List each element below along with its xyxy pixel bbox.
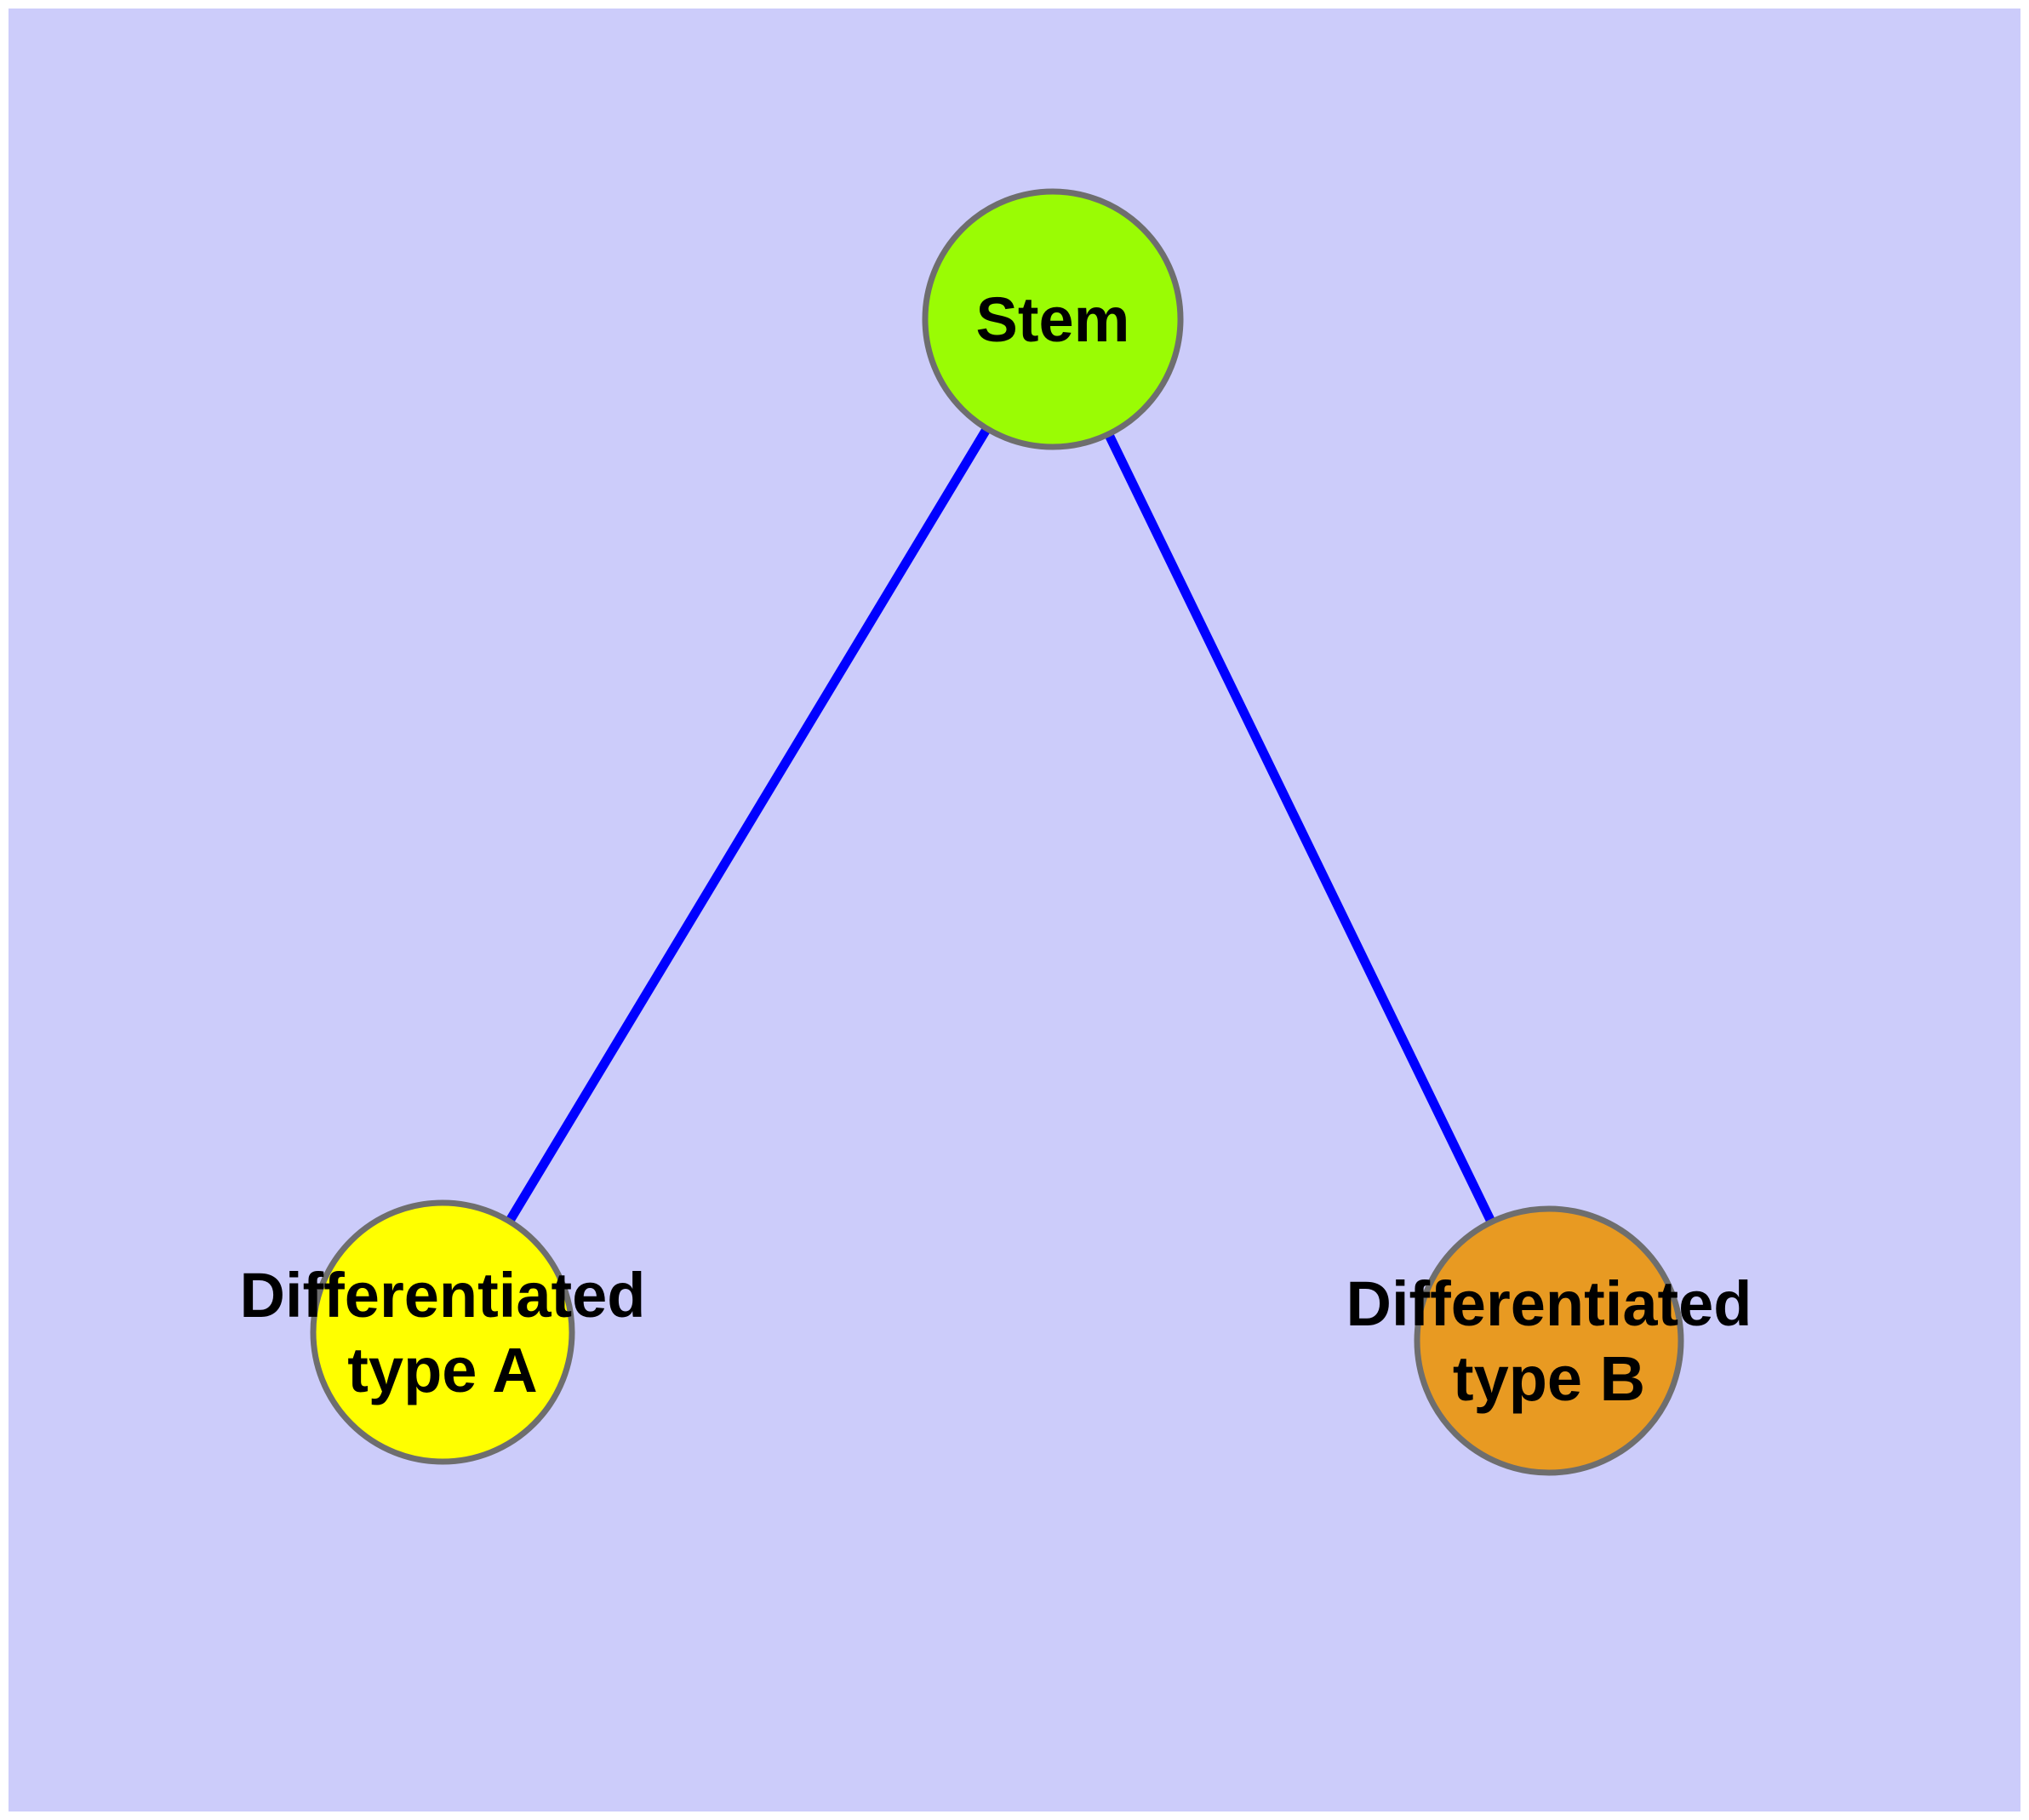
node-stem[interactable]: [922, 188, 1184, 450]
edge-stem-diff-b[interactable]: [1049, 317, 1553, 1343]
node-label-line: type A: [347, 1335, 537, 1405]
node-diff_a[interactable]: [310, 1199, 575, 1465]
edge-layer: [438, 317, 1553, 1343]
node-diff_b[interactable]: [1414, 1205, 1684, 1476]
node-label-line: Stem: [976, 284, 1130, 355]
node-label-line: Differentiated: [1346, 1268, 1752, 1339]
node-label-line: Differentiated: [240, 1260, 646, 1331]
node-label-stem: Stem: [976, 284, 1130, 355]
node-label-line: type B: [1453, 1343, 1645, 1414]
edge-stem-diff-a[interactable]: [438, 317, 1057, 1335]
node-layer: [310, 188, 1684, 1476]
